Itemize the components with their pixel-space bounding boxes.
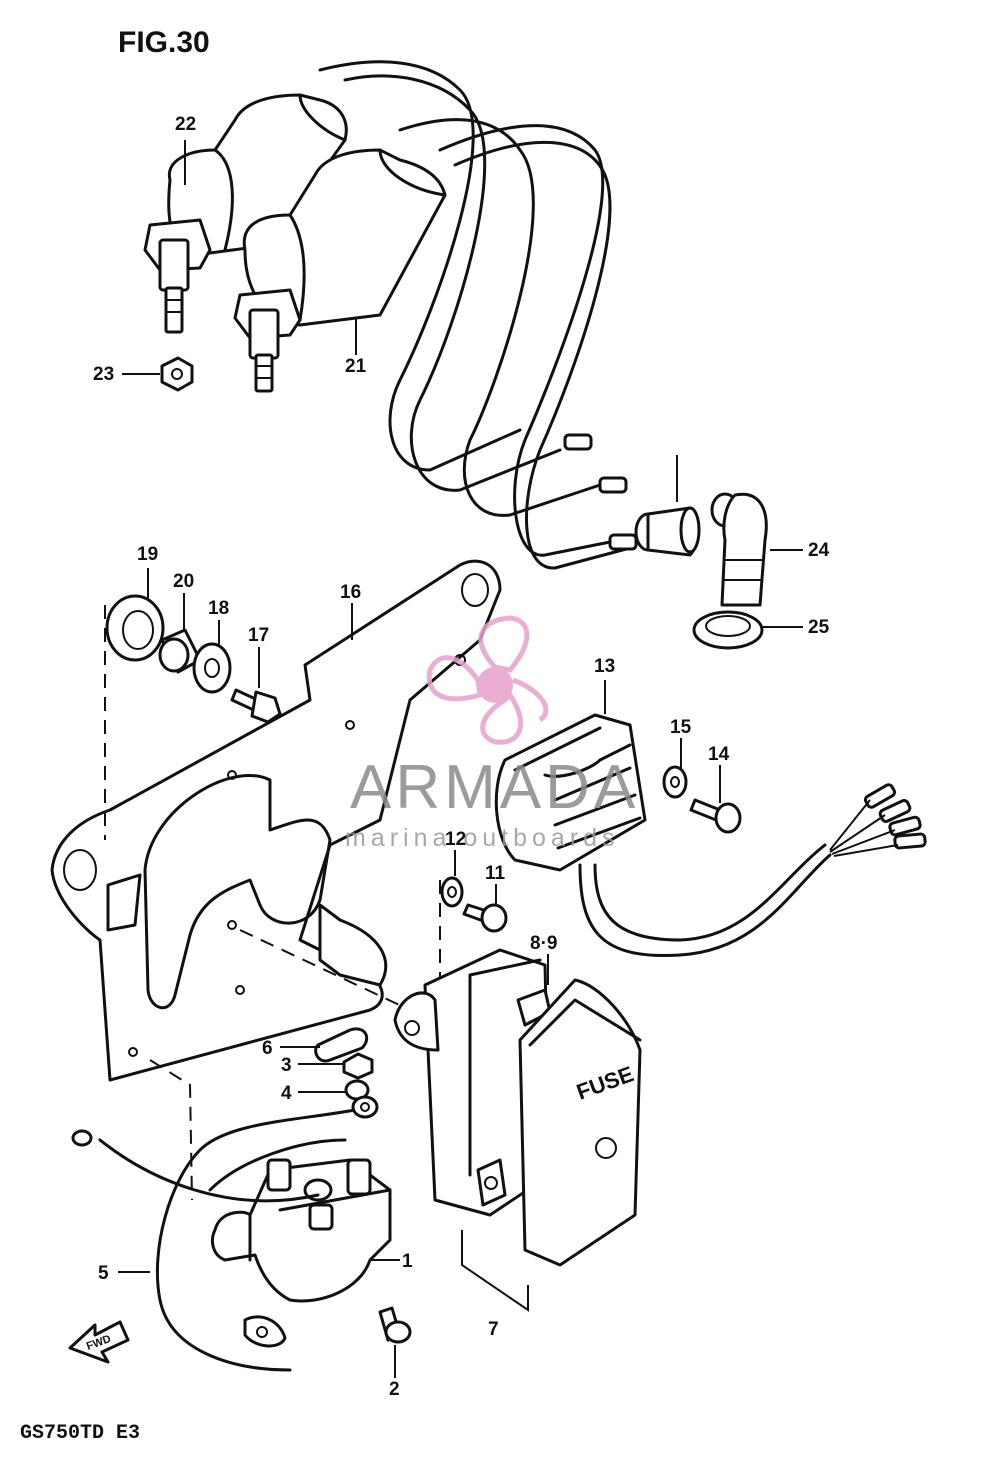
callout-12: 13 xyxy=(594,656,615,677)
ignition-coil-20 xyxy=(233,148,447,393)
watermark-brand: ARMADA xyxy=(350,753,639,822)
callout-11: 12 xyxy=(445,829,466,850)
callout-18: 19 xyxy=(137,544,158,565)
callout-19: 20 xyxy=(173,571,194,592)
callout-24: 25 xyxy=(808,617,830,638)
callout-5: 5 xyxy=(98,1263,109,1284)
watermark-tagline: marina outboards xyxy=(345,824,620,852)
grommet-18 xyxy=(105,594,165,662)
callout-20: 21 xyxy=(345,356,367,377)
spacer-19 xyxy=(158,628,202,674)
callout-1: 1 xyxy=(402,1251,413,1272)
callout-23: 24 xyxy=(808,540,830,561)
ground-wire-5 xyxy=(155,1095,379,1372)
wire-connectors xyxy=(829,783,927,857)
bolt-16 xyxy=(230,688,282,724)
alignment-line-ground xyxy=(149,1059,193,1201)
callout-2: 2 xyxy=(389,1379,400,1400)
callout-21: 22 xyxy=(175,114,196,135)
armada-watermark: ARMADA marina outboards xyxy=(345,615,639,852)
washer-11 xyxy=(440,876,464,908)
mounting-bracket-15 xyxy=(50,559,502,1082)
plug-seal-24 xyxy=(692,610,764,650)
starter-relay-1 xyxy=(71,1129,392,1303)
callout-8-9: 8·9 xyxy=(530,933,557,954)
nut-22 xyxy=(160,356,194,392)
fuse-box-7: FUSE xyxy=(393,948,642,1312)
callout-3: 3 xyxy=(281,1055,292,1076)
screw-2 xyxy=(378,1306,412,1344)
regulator-rectifier-12 xyxy=(494,713,927,958)
model-code: GS750TD E3 xyxy=(20,1422,140,1445)
callout-10: 11 xyxy=(485,863,506,884)
screw-13 xyxy=(689,798,742,834)
alignment-line-bracket xyxy=(239,929,411,1011)
ignition-coil-21 xyxy=(143,93,348,334)
callout-labels: 22 23 21 24 25 19 20 18 17 16 13 15 14 1… xyxy=(93,114,830,1400)
callout-15: 16 xyxy=(340,582,361,603)
ground-terminal-6 xyxy=(314,1027,369,1063)
washer-14 xyxy=(662,765,688,799)
terminal-cap-25 xyxy=(634,506,701,557)
callout-14: 15 xyxy=(670,717,692,738)
high-tension-leads xyxy=(318,60,638,570)
callout-4: 4 xyxy=(281,1083,292,1104)
washer-17 xyxy=(192,642,232,694)
spark-plug-cap-23 xyxy=(710,492,768,607)
forward-arrow-icon: FWD xyxy=(68,1320,130,1364)
callout-17: 18 xyxy=(208,598,229,619)
figure-title: FIG.30 xyxy=(118,26,210,59)
callout-13: 14 xyxy=(708,744,730,765)
callout-16: 17 xyxy=(248,625,269,646)
callout-22: 23 xyxy=(93,364,114,385)
nut-3 xyxy=(342,1052,374,1080)
propeller-logo-icon xyxy=(426,615,549,745)
leader-lines xyxy=(118,140,803,1378)
screw-10 xyxy=(462,903,508,933)
callout-7: 7 xyxy=(488,1319,499,1340)
callout-6: 6 xyxy=(262,1038,273,1059)
